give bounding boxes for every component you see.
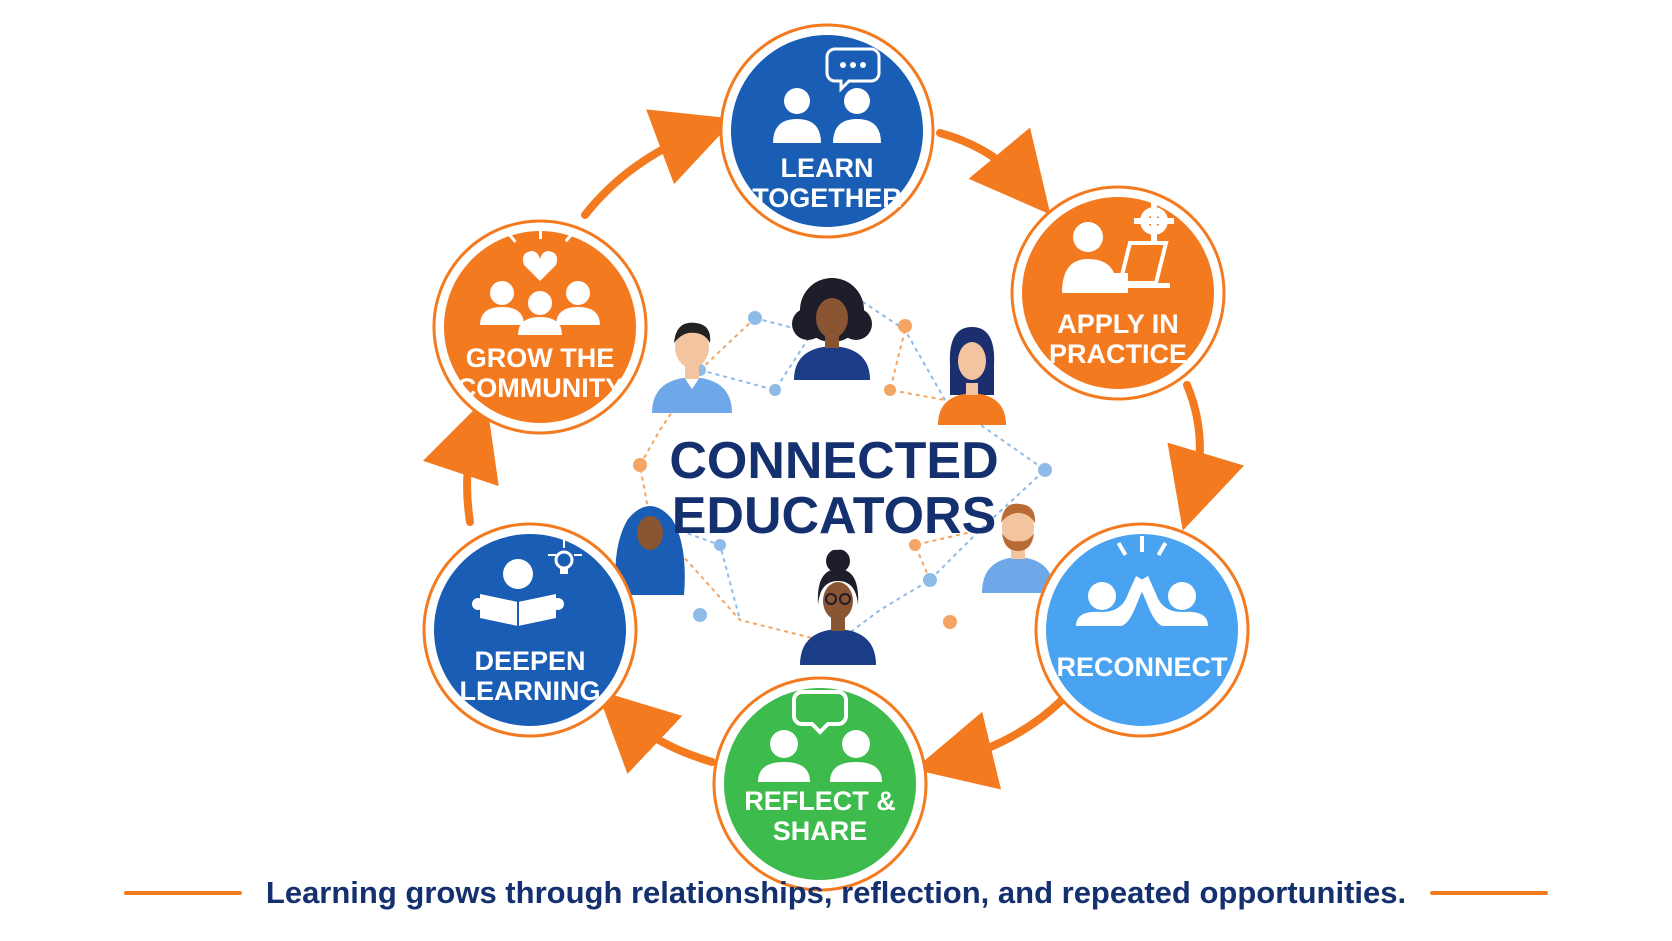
stage-label-deepen-learning-line2: LEARNING xyxy=(460,676,601,706)
stage-label-grow-community-line2: COMMUNITY xyxy=(457,373,623,403)
stage-label-reflect-share-line1: REFLECT & xyxy=(744,786,896,816)
avatar-woman-right xyxy=(938,327,1006,425)
footer: Learning grows through relationships, re… xyxy=(0,868,1672,918)
arrow-reflect-to-deepen xyxy=(596,690,716,775)
cycle-arrows xyxy=(422,109,1245,790)
stage-learn-together: LEARN TOGETHER xyxy=(719,23,935,239)
stage-reflect-share: REFLECT & SHARE xyxy=(712,676,928,892)
stage-circle-learn-together xyxy=(731,35,923,227)
center-title-line1: CONNECTED xyxy=(669,432,998,490)
reading-lightbulb-icon xyxy=(472,540,582,626)
center-backdrop xyxy=(682,410,982,550)
high-five-icon xyxy=(1076,536,1208,626)
stage-label-apply-in-practice-line1: APPLY IN xyxy=(1057,309,1179,339)
avatar-woman-hijab xyxy=(615,506,685,595)
stage-grow-community: GROW THE COMMUNITY xyxy=(432,219,648,435)
stage-label-learn-together-line1: LEARN xyxy=(781,153,874,183)
footer-line-left xyxy=(123,891,242,895)
stage-label-learn-together-line2: TOGETHER xyxy=(752,183,902,213)
stage-apply-in-practice: APPLY IN PRACTICE xyxy=(1010,185,1226,401)
heart-group-icon xyxy=(480,225,600,335)
stage-reconnect: RECONNECT xyxy=(1034,522,1250,738)
avatar-woman-curly-top xyxy=(792,278,872,380)
stage-circle-reflect-share xyxy=(724,688,916,880)
footer-tagline: Learning grows through relationships, re… xyxy=(265,875,1407,910)
stage-label-apply-in-practice-line2: PRACTICE xyxy=(1049,339,1187,369)
heart-chat-people-icon xyxy=(758,690,882,782)
footer-line-right xyxy=(1430,891,1549,895)
center-title-line2: EDUCATORS xyxy=(672,487,997,545)
avatar-woman-glasses xyxy=(800,549,876,665)
arrow-grow-to-learn xyxy=(581,109,735,219)
stage-label-deepen-learning-line1: DEEPEN xyxy=(474,646,585,676)
laptop-gear-icon xyxy=(1062,201,1174,293)
stage-deepen-learning: DEEPEN LEARNING xyxy=(422,522,638,738)
arrow-deepen-to-grow xyxy=(422,397,499,526)
avatar-man-beard xyxy=(982,503,1054,593)
chat-people-icon xyxy=(773,47,881,143)
avatar-man-left xyxy=(652,322,732,413)
arrow-apply-to-reconnect xyxy=(1167,381,1245,531)
stage-label-reflect-share-line2: SHARE xyxy=(773,816,868,846)
stage-label-reconnect-line1: RECONNECT xyxy=(1056,652,1228,682)
arrow-reconnect-to-reflect xyxy=(913,696,1066,790)
arrow-learn-to-apply xyxy=(936,127,1051,215)
stage-circle-deepen-learning xyxy=(434,534,626,726)
stage-label-grow-community-line1: GROW THE xyxy=(466,343,615,373)
stage-circle-reconnect xyxy=(1046,534,1238,726)
